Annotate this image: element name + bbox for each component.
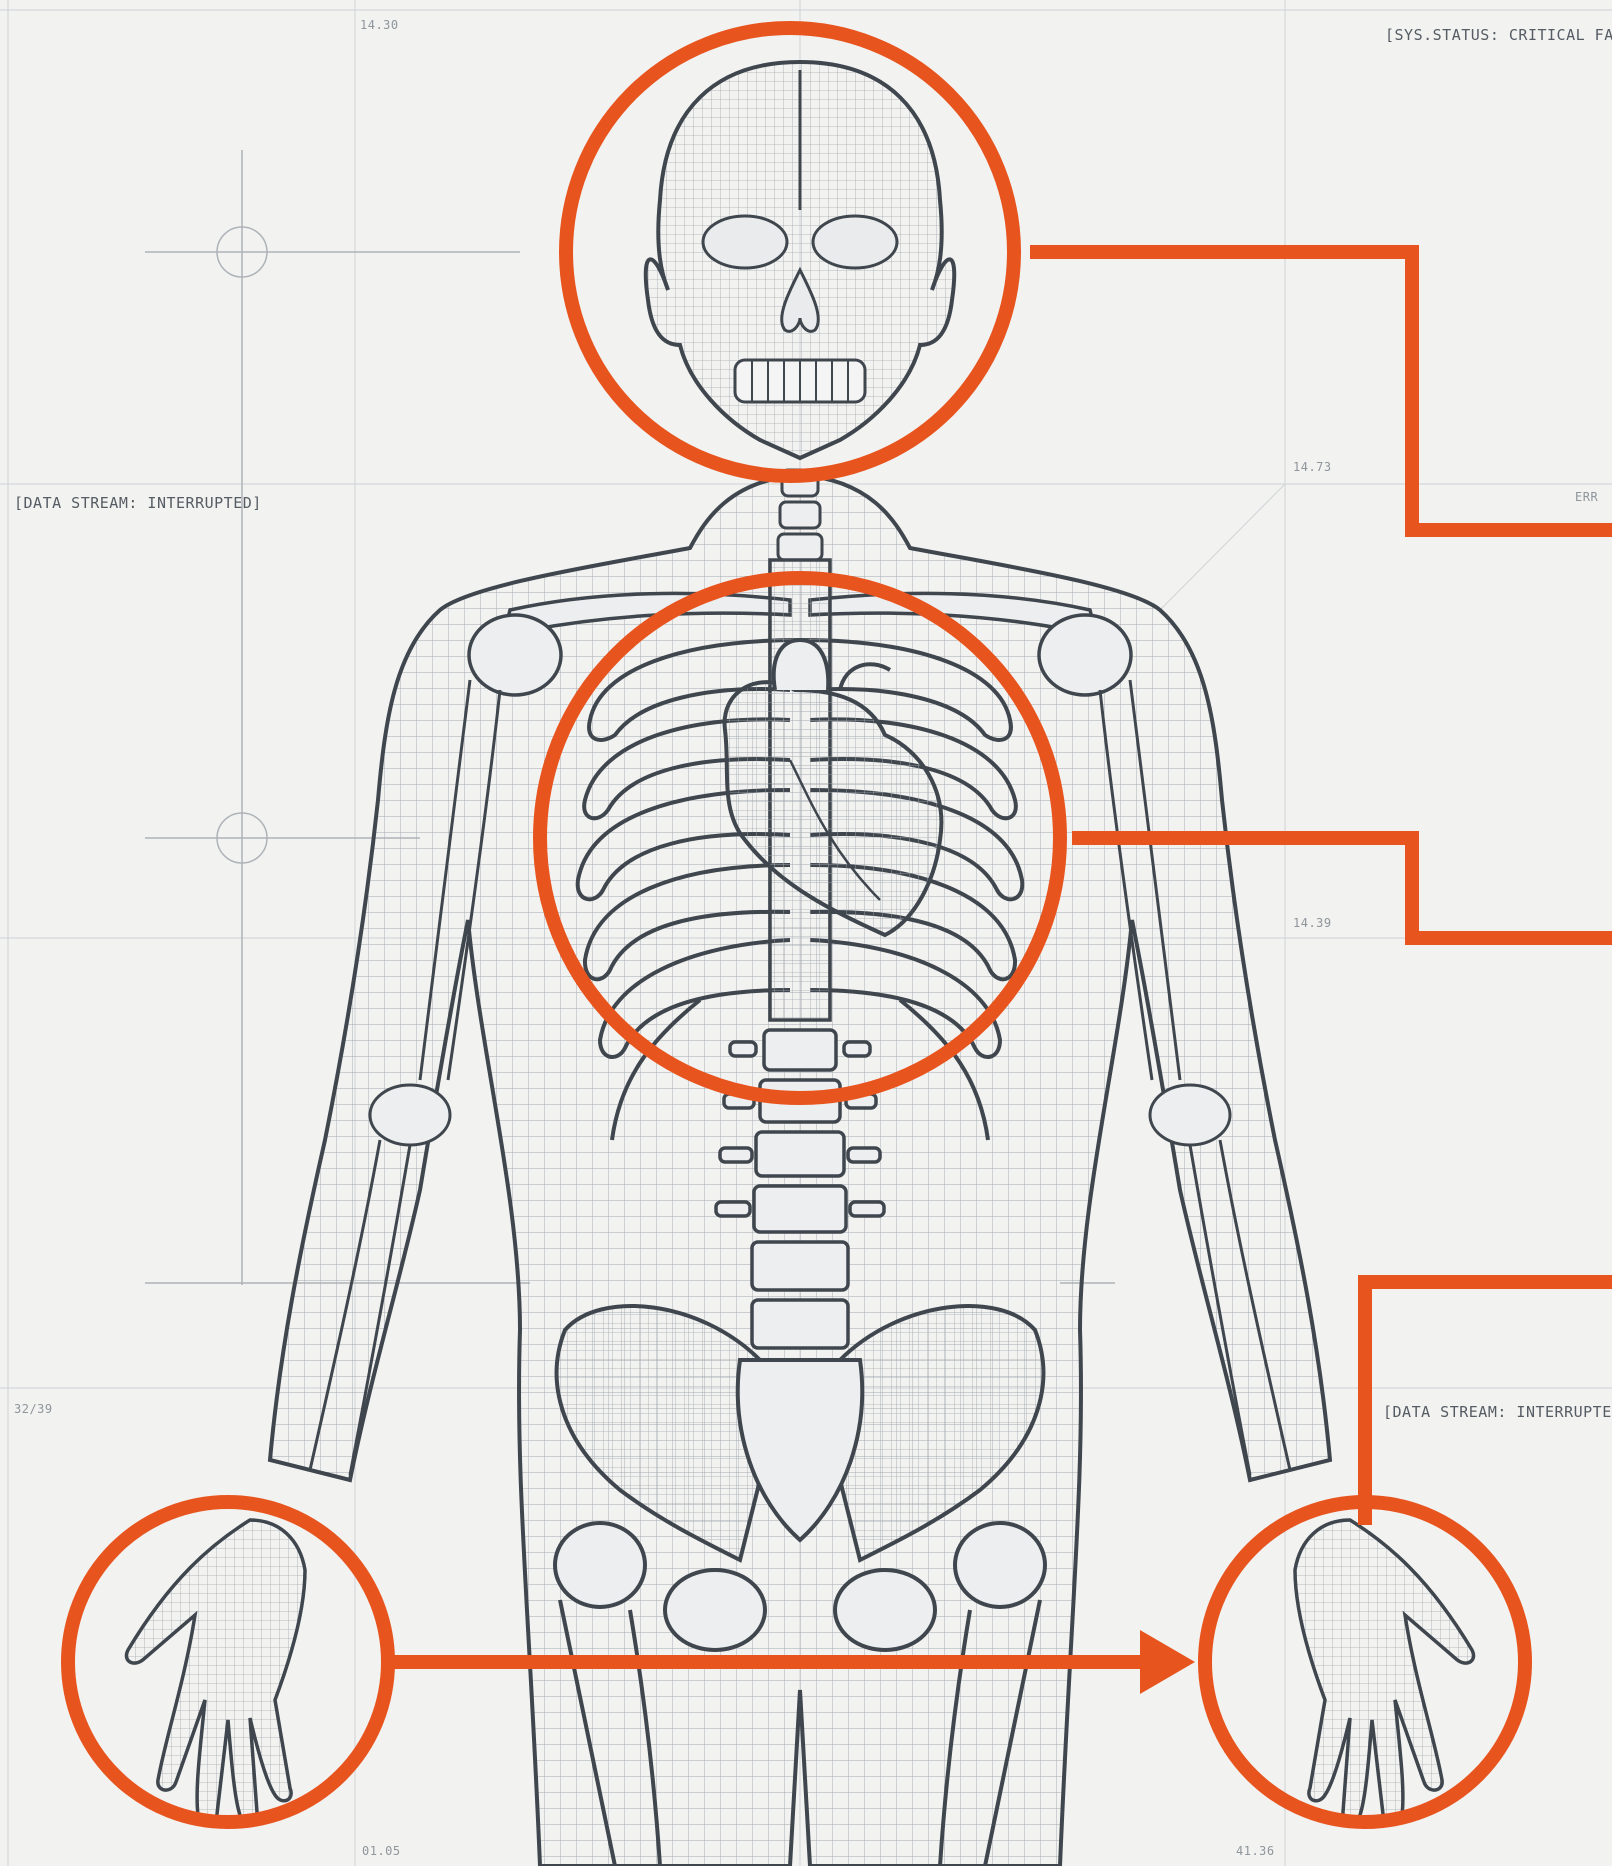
coord-label-right-mid: 14.39 bbox=[1293, 916, 1332, 930]
status-label-left-mid: [DATA STREAM: INTERRUPTED] bbox=[14, 494, 262, 512]
coord-label-top: 14.30 bbox=[360, 18, 399, 32]
arrow-head-icon bbox=[1140, 1630, 1195, 1694]
head-connector bbox=[1030, 252, 1612, 530]
status-label-right-lower: [DATA STREAM: INTERRUPTED] bbox=[1383, 1403, 1612, 1421]
cervical-spine bbox=[778, 470, 822, 560]
coord-label-left-lower: 32/39 bbox=[14, 1402, 53, 1416]
coord-label-right-upper: 14.73 bbox=[1293, 460, 1332, 474]
coord-label-bottom-left: 01.05 bbox=[362, 1844, 401, 1858]
coord-label-bottom-right: 41.36 bbox=[1236, 1844, 1275, 1858]
status-label-clipped: ERR bbox=[1575, 490, 1598, 504]
right-hand bbox=[1295, 1520, 1474, 1824]
status-label-top-right: [SYS.STATUS: CRITICAL FAIL] bbox=[1385, 26, 1612, 44]
left-hand bbox=[126, 1520, 305, 1824]
skull bbox=[646, 62, 954, 458]
